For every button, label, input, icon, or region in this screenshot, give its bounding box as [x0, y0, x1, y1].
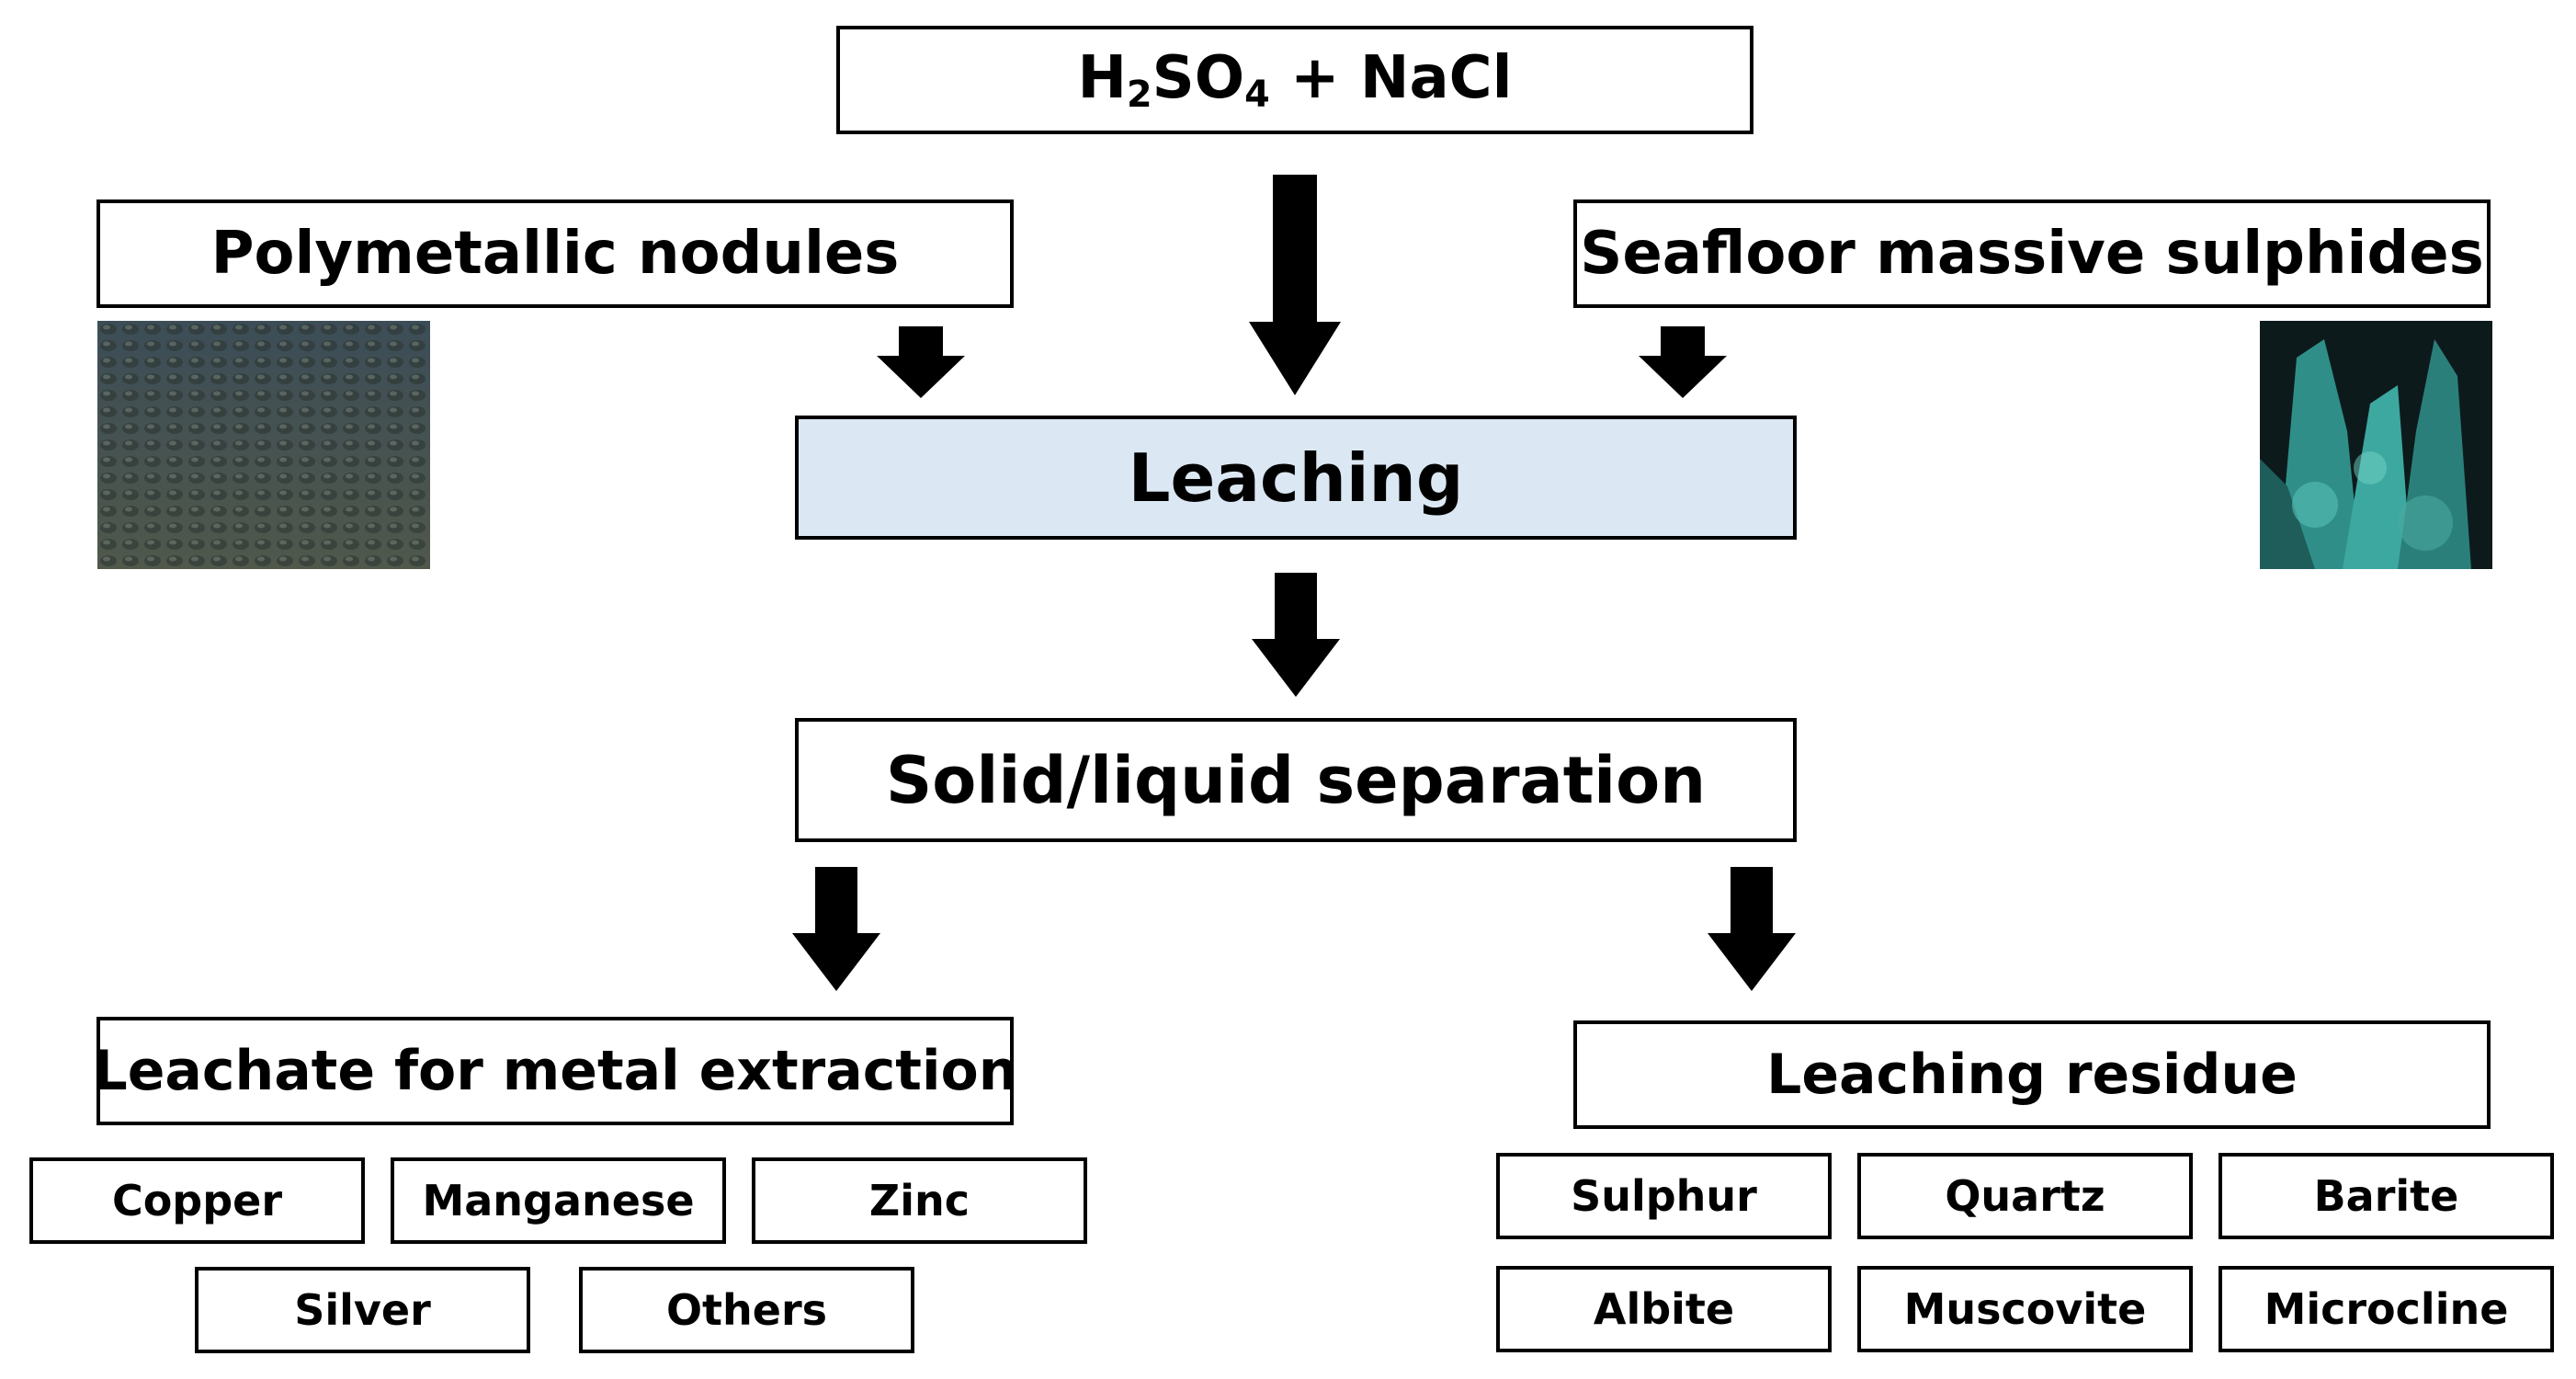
down-arrow-icon	[1249, 175, 1341, 395]
leaching-label: Leaching	[1128, 439, 1464, 517]
down-arrow-icon	[1639, 326, 1727, 398]
leachate-item-label: Copper	[111, 1176, 283, 1225]
residue-item: Sulphur	[1496, 1153, 1832, 1239]
separation-label: Solid/liquid separation	[885, 742, 1707, 818]
residue-item-label: Sulphur	[1571, 1171, 1757, 1221]
down-arrow-icon	[1708, 867, 1796, 991]
down-arrow-icon	[1252, 573, 1340, 697]
residue-item-label: Barite	[2313, 1171, 2459, 1221]
leachate-item: Copper	[29, 1157, 365, 1244]
leachate-label: Leachate for metal extraction	[92, 1039, 1018, 1103]
nodules-seafloor-photo	[97, 321, 430, 569]
seafloor-sulphides-box: Seafloor massive sulphides	[1573, 199, 2491, 308]
leachate-box: Leachate for metal extraction	[93, 1017, 1018, 1125]
residue-box: Leaching residue	[1573, 1020, 2491, 1129]
leachate-item-label: Others	[665, 1285, 828, 1335]
leachate-item: Manganese	[391, 1157, 726, 1244]
residue-item-label: Quartz	[1945, 1171, 2105, 1221]
polymetallic-nodules-label: Polymetallic nodules	[210, 220, 900, 288]
residue-item-label: Microcline	[2264, 1284, 2509, 1334]
leachate-item: Silver	[195, 1267, 530, 1353]
reagent-box: H2SO4 + NaCl	[836, 26, 1753, 134]
sulphide-chimney-photo	[2260, 321, 2492, 569]
leachate-item-label: Silver	[294, 1285, 431, 1335]
leachate-item: Others	[579, 1267, 914, 1353]
leachate-item-label: Zinc	[868, 1176, 970, 1225]
separation-box: Solid/liquid separation	[795, 718, 1797, 842]
residue-label: Leaching residue	[1766, 1043, 2298, 1107]
polymetallic-nodules-box: Polymetallic nodules	[96, 199, 1014, 308]
residue-item-label: Albite	[1593, 1284, 1735, 1334]
leachate-item: Zinc	[752, 1157, 1087, 1244]
residue-item: Quartz	[1857, 1153, 2193, 1239]
down-arrow-icon	[792, 867, 880, 991]
residue-item: Muscovite	[1857, 1266, 2193, 1352]
residue-item: Albite	[1496, 1266, 1832, 1352]
residue-item: Microcline	[2219, 1266, 2554, 1352]
seafloor-sulphides-label: Seafloor massive sulphides	[1580, 220, 2484, 288]
reagent-label: H2SO4 + NaCl	[1077, 44, 1513, 116]
down-arrow-icon	[877, 326, 965, 398]
leaching-box: Leaching	[795, 416, 1797, 540]
residue-item-label: Muscovite	[1903, 1284, 2147, 1334]
leachate-item-label: Manganese	[422, 1176, 695, 1225]
residue-item: Barite	[2219, 1153, 2554, 1239]
